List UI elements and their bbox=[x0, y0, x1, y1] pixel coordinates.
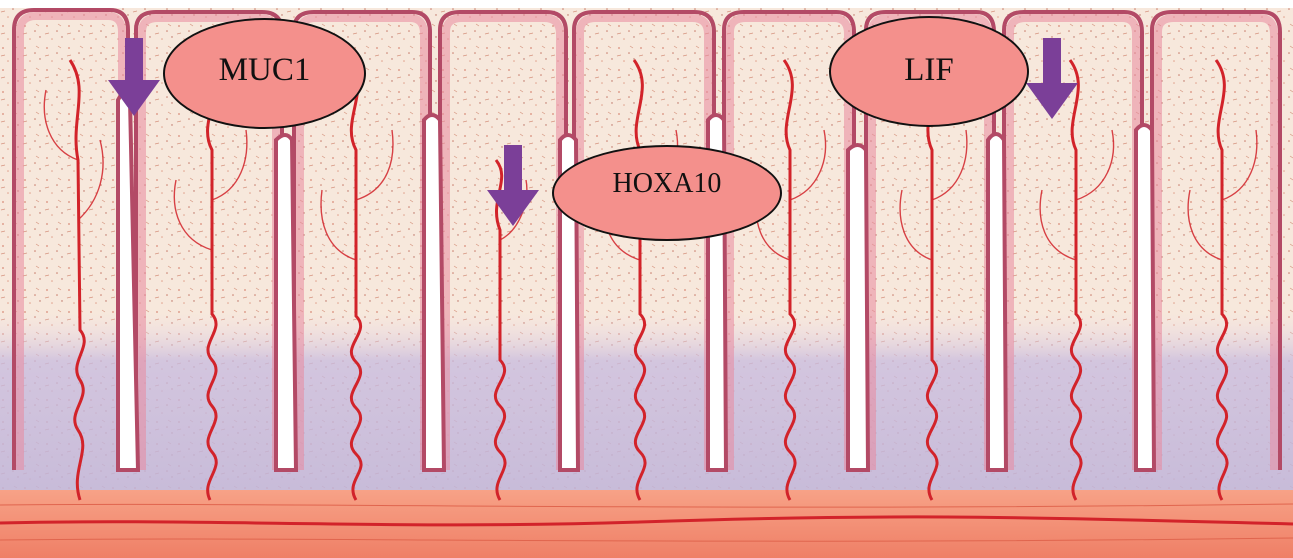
lif-label: LIF bbox=[829, 16, 1029, 127]
hoxa10-label: HOXA10 bbox=[552, 145, 782, 241]
muc1-label: MUC1 bbox=[163, 18, 366, 129]
muc1-label-text: MUC1 bbox=[205, 20, 325, 88]
lif-label-text: LIF bbox=[869, 18, 989, 88]
myometrium-layer bbox=[0, 490, 1293, 558]
hoxa10-label-text: HOXA10 bbox=[608, 147, 726, 199]
